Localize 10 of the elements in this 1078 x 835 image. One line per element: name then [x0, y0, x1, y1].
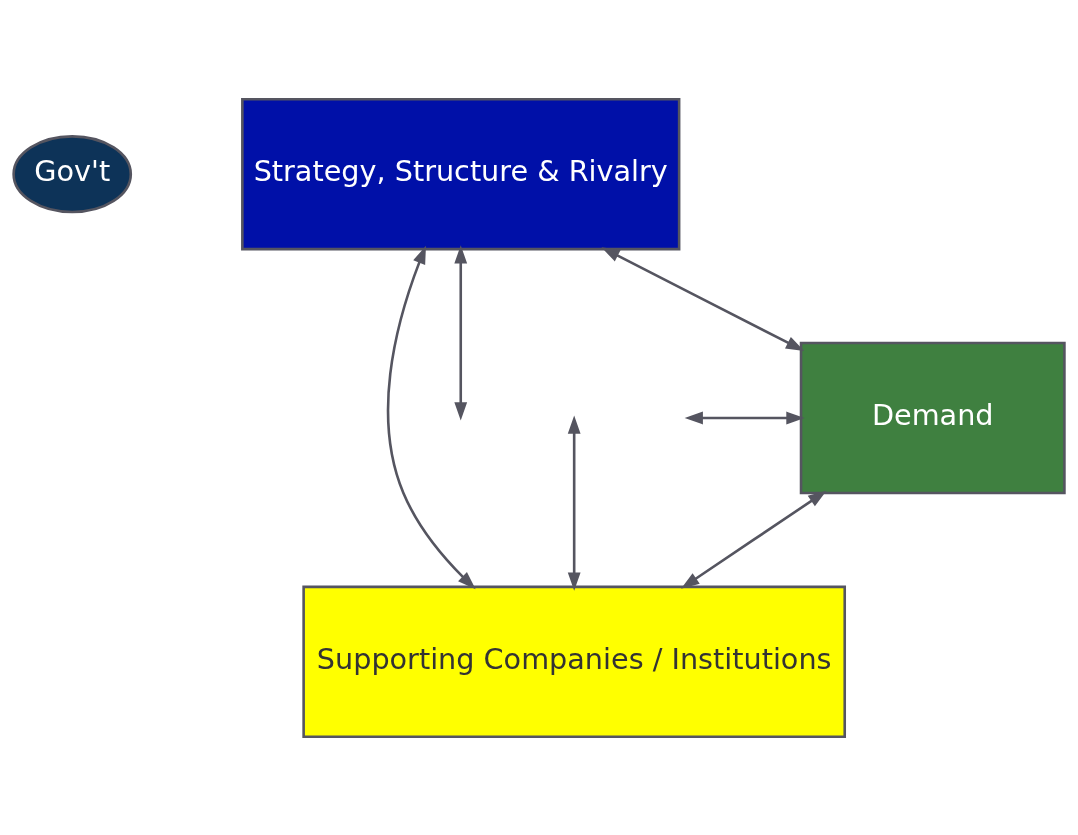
arrow: [454, 244, 468, 421]
node-ellipse: Gov't: [12, 134, 133, 213]
arrow: [681, 490, 827, 589]
arrow: [386, 245, 476, 589]
node-box: Strategy, Structure & Rivalry: [241, 97, 681, 250]
arrow: [567, 415, 581, 591]
arrow: [684, 411, 805, 424]
arrow: [601, 246, 805, 351]
node-box: Demand: [799, 341, 1066, 494]
node-box: Supporting Companies / Institutions: [302, 585, 847, 738]
